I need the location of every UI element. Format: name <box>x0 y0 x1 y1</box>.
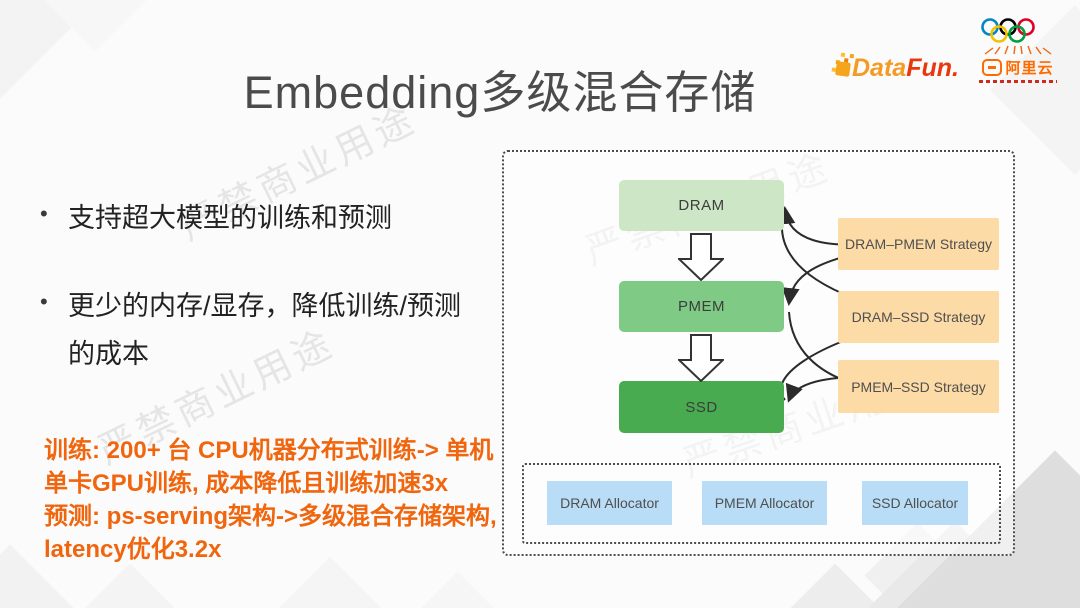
bullet-dot: • <box>40 289 48 314</box>
rays-icon <box>984 45 1052 55</box>
bullet-list: • 支持超大模型的训练和预测 • 更少的内存/显存，降低训练/预测 的成本 <box>40 194 510 418</box>
alicloud-bracket-icon <box>982 59 1003 76</box>
allocator-container: DRAM Allocator PMEM Allocator SSD Alloca… <box>522 463 1001 544</box>
corner-decoration <box>418 571 497 608</box>
down-arrow-icon <box>678 233 724 281</box>
down-arrow-icon <box>678 334 724 382</box>
page-title: Embedding多级混合存储 <box>243 67 757 118</box>
tier-box-pmem: PMEM <box>619 281 784 332</box>
datafun-dots-icon <box>835 61 851 77</box>
alicloud-tagline <box>979 80 1057 83</box>
highlight-line: latency优化3.2x <box>44 536 222 563</box>
highlight-line: 训练: 200+ 台 CPU机器分布式训练-> 单机 <box>44 437 494 464</box>
strategy-box-pmem-ssd: PMEM–SSD Strategy <box>838 360 999 413</box>
bullet-item: • 支持超大模型的训练和预测 <box>40 194 510 242</box>
bullet-text: 支持超大模型的训练和预测 <box>68 203 392 233</box>
datafun-logo-text: Data <box>852 54 907 82</box>
strategy-box-dram-pmem: DRAM–PMEM Strategy <box>838 218 999 270</box>
logo-area: DataFun. <box>828 14 1068 94</box>
alicloud-logo: 阿里云 <box>972 18 1064 83</box>
allocator-box-pmem: PMEM Allocator <box>702 481 827 525</box>
strategy-box-dram-ssd: DRAM–SSD Strategy <box>838 291 999 343</box>
datafun-logo: DataFun. <box>835 54 959 83</box>
tier-box-ssd: SSD <box>619 381 784 433</box>
alicloud-logo-text: 阿里云 <box>1005 60 1054 77</box>
highlight-line: 单卡GPU训练, 成本降低且训练加速3x <box>44 470 449 497</box>
highlight-text-block: 训练: 200+ 台 CPU机器分布式训练-> 单机 单卡GPU训练, 成本降低… <box>44 434 514 566</box>
bullet-text: 更少的内存/显存，降低训练/预测 的成本 <box>68 291 462 369</box>
bullet-dot: • <box>40 201 48 226</box>
tier-box-dram: DRAM <box>619 180 784 231</box>
storage-architecture-diagram: DRAM PMEM SSD DRAM–PMEM Strategy DRAM–SS… <box>502 150 1015 556</box>
corner-decoration <box>80 563 180 608</box>
olympic-rings-icon <box>981 18 1035 43</box>
bullet-item: • 更少的内存/显存，降低训练/预测 的成本 <box>40 282 510 378</box>
allocator-box-dram: DRAM Allocator <box>547 481 672 525</box>
allocator-box-ssd: SSD Allocator <box>862 481 968 525</box>
highlight-line: 预测: ps-serving架构->多级混合存储架构, <box>44 503 497 530</box>
